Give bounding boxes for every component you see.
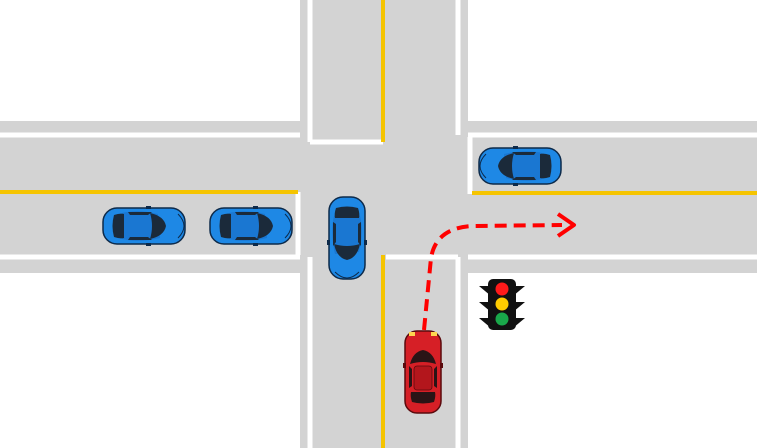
blue-car-east [478,145,562,187]
red-light [495,282,509,296]
blue-car-west-2 [209,205,293,247]
traffic-light-icon [479,279,525,330]
red-car-player [402,330,444,414]
blue-car-west-1 [102,205,186,247]
yellow-light [495,297,509,311]
right-turn-path-arrow [422,223,563,331]
blue-car-center [326,196,368,280]
path-arrowhead [556,212,576,238]
green-light [495,312,509,326]
